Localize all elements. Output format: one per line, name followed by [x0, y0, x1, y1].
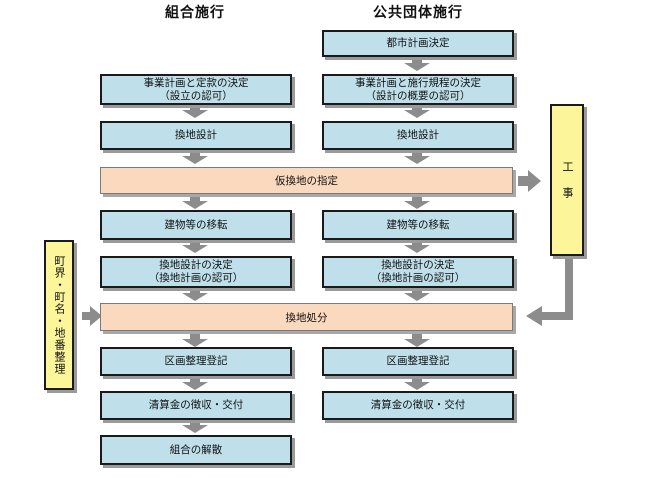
step-label: 建物等の移転: [164, 218, 228, 231]
header-association: 組合施行: [165, 5, 225, 21]
step-building-relocation-public: 建物等の移転: [322, 210, 514, 240]
step-label: 区画整理登記: [386, 355, 450, 367]
step-replotting-design-association: 換地設計: [100, 121, 292, 150]
step-label: 事業計画と施行規程の決定: [355, 76, 481, 89]
step-settlement-association: 清算金の徴収・交付: [100, 391, 292, 420]
step-label: 清算金の徴収・交付: [370, 399, 466, 411]
step-label: 組合の解散: [169, 443, 223, 456]
step-label: 換地処分: [285, 311, 328, 324]
step-label: 換地設計: [175, 129, 217, 141]
step-business-plan-association: 事業計画と定款の決定 （設立の認可）: [100, 74, 292, 105]
step-label: 清算金の徴収・交付: [148, 399, 244, 411]
step-building-relocation-association: 建物等の移転: [100, 210, 292, 240]
step-business-plan-public: 事業計画と施行規程の決定 （設計の概要の認可）: [322, 74, 514, 105]
step-dissolution: 組合の解散: [100, 435, 292, 465]
step-sublabel: （換地計画の認可）: [370, 272, 466, 284]
step-replotting-design-public: 換地設計: [322, 121, 514, 150]
construction-label: 工 事: [561, 160, 574, 200]
step-label: 換地設計の決定: [381, 259, 455, 271]
boundary-renaming-box: 町界・町名・地番整理: [44, 240, 74, 390]
step-settlement-public: 清算金の徴収・交付: [322, 391, 514, 420]
step-sublabel: （設立の認可）: [159, 89, 233, 102]
arrow-from-boundary: [82, 306, 102, 326]
step-replotting-decision-public: 換地設計の決定 （換地計画の認可）: [322, 256, 514, 288]
step-sublabel: （設計の概要の認可）: [365, 89, 471, 102]
step-city-plan: 都市計画決定: [322, 30, 514, 57]
step-provisional-replotting: 仮換地の指定: [100, 167, 513, 194]
header-public-body: 公共団体施行: [373, 5, 463, 21]
construction-box: 工 事: [550, 104, 584, 256]
step-sublabel: （換地計画の認可）: [148, 272, 244, 284]
step-label: 換地設計の決定: [159, 259, 233, 271]
down-arrows: [182, 58, 430, 433]
step-replotting-disposition: 換地処分: [100, 303, 513, 331]
step-registration-public: 区画整理登記: [322, 347, 514, 376]
step-label: 事業計画と定款の決定: [143, 76, 249, 89]
step-replotting-decision-association: 換地設計の決定 （換地計画の認可）: [100, 256, 292, 288]
step-label: 換地設計: [397, 129, 439, 141]
step-registration-association: 区画整理登記: [100, 347, 292, 376]
arrow-to-construction: [518, 170, 541, 192]
step-label: 建物等の移転: [386, 218, 450, 231]
arrow-from-construction: [540, 256, 573, 320]
step-label: 都市計画決定: [386, 37, 450, 49]
step-label: 区画整理登記: [164, 355, 228, 367]
boundary-renaming-label: 町界・町名・地番整理: [53, 255, 66, 375]
step-label: 仮換地の指定: [275, 175, 338, 187]
